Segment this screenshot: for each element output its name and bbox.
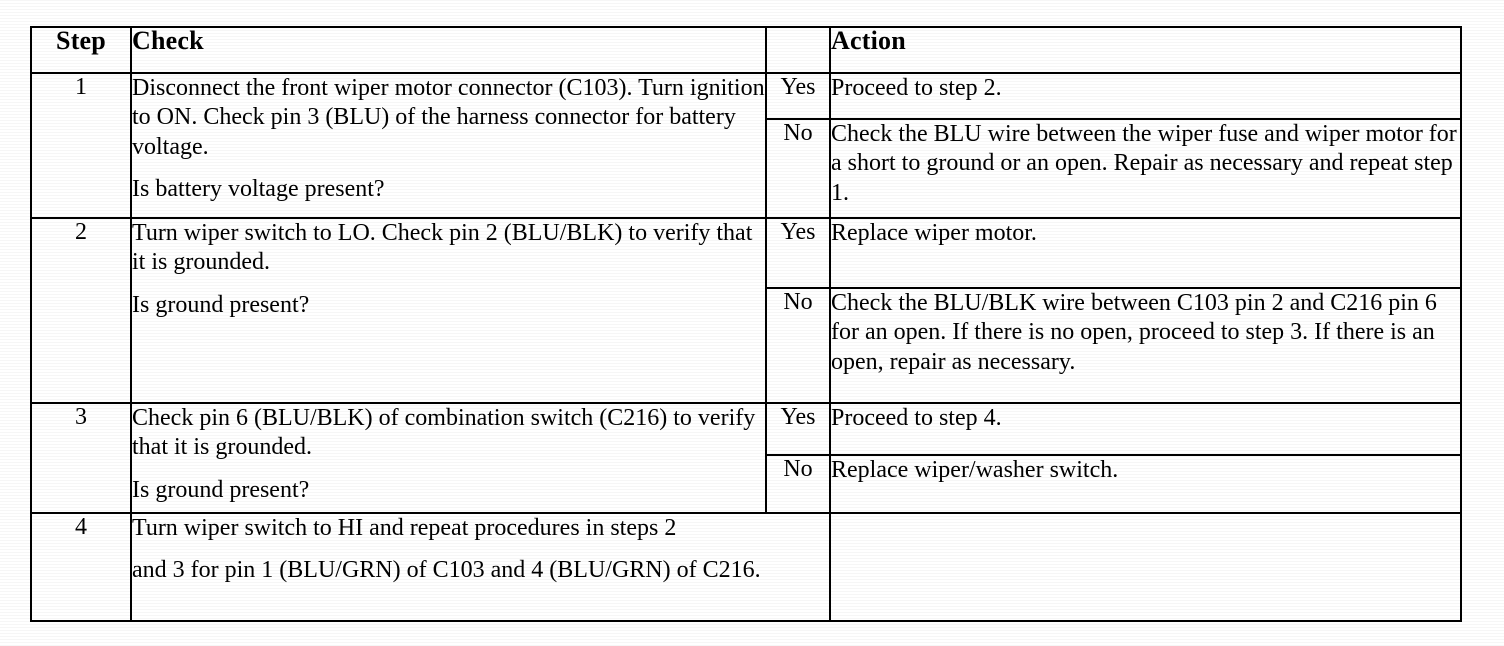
action-no-2: Check the BLU/BLK wire between C103 pin …: [829, 287, 1462, 404]
table-row: No Check the BLU/BLK wire between C103 p…: [31, 287, 1462, 404]
check-paragraph: Check pin 6 (BLU/BLK) of combination swi…: [132, 405, 756, 461]
action-yes-1: Proceed to step 2.: [829, 72, 1462, 120]
check-question: Is ground present?: [132, 476, 310, 503]
check-cell-1: Disconnect the front wiper motor connect…: [130, 72, 767, 219]
table-header-row: Step Check Action: [30, 26, 1462, 74]
table-row: 1 Disconnect the front wiper motor conne…: [30, 72, 1462, 219]
check-cell-4: Turn wiper switch to HI and repeat proce…: [130, 512, 831, 622]
check-paragraph: and 3 for pin 1 (BLU/GRN) of C103 and 4 …: [132, 557, 761, 584]
step-number-2: 2: [30, 217, 132, 404]
answer-yes-2: Yes: [765, 217, 831, 289]
action-yes-2: Replace wiper motor.: [829, 217, 1462, 289]
answer-no-1: No: [765, 118, 831, 219]
column-header-action: Action: [829, 26, 1462, 74]
troubleshooting-table: Step Check Action 1 Disconnect the front…: [30, 26, 1462, 622]
action-yes-3: Proceed to step 4.: [829, 402, 1462, 456]
answer-no-3: No: [765, 454, 831, 514]
table-row: 4 Turn wiper switch to HI and repeat pro…: [30, 512, 1462, 622]
action-cell-4: [829, 512, 1462, 622]
table-row: No Replace wiper/washer switch.: [31, 454, 1462, 514]
column-header-check: Check: [130, 26, 767, 74]
check-cell-2: Turn wiper switch to LO. Check pin 2 (BL…: [130, 217, 767, 404]
action-no-3: Replace wiper/washer switch.: [829, 454, 1462, 514]
answer-yes-3: Yes: [765, 402, 831, 456]
table-row: 2 Turn wiper switch to LO. Check pin 2 (…: [30, 217, 1462, 404]
action-no-1: Check the BLU wire between the wiper fus…: [829, 118, 1462, 219]
check-question: Is battery voltage present?: [132, 175, 385, 202]
step-number-3: 3: [30, 402, 132, 514]
step-number-1: 1: [30, 72, 132, 219]
check-question: Is ground present?: [132, 291, 310, 318]
answer-yes-1: Yes: [765, 72, 831, 120]
check-paragraph: Turn wiper switch to HI and repeat proce…: [132, 515, 677, 541]
check-cell-3: Check pin 6 (BLU/BLK) of combination swi…: [130, 402, 767, 514]
check-paragraph: Turn wiper switch to LO. Check pin 2 (BL…: [132, 220, 753, 276]
table-row: 3 Check pin 6 (BLU/BLK) of combination s…: [30, 402, 1462, 514]
answer-no-2: No: [765, 287, 831, 404]
column-header-yesno: [765, 26, 831, 74]
check-paragraph: Disconnect the front wiper motor connect…: [132, 75, 765, 160]
column-header-step: Step: [30, 26, 132, 74]
table-row: No Check the BLU wire between the wiper …: [31, 118, 1462, 219]
step-number-4: 4: [30, 512, 132, 622]
